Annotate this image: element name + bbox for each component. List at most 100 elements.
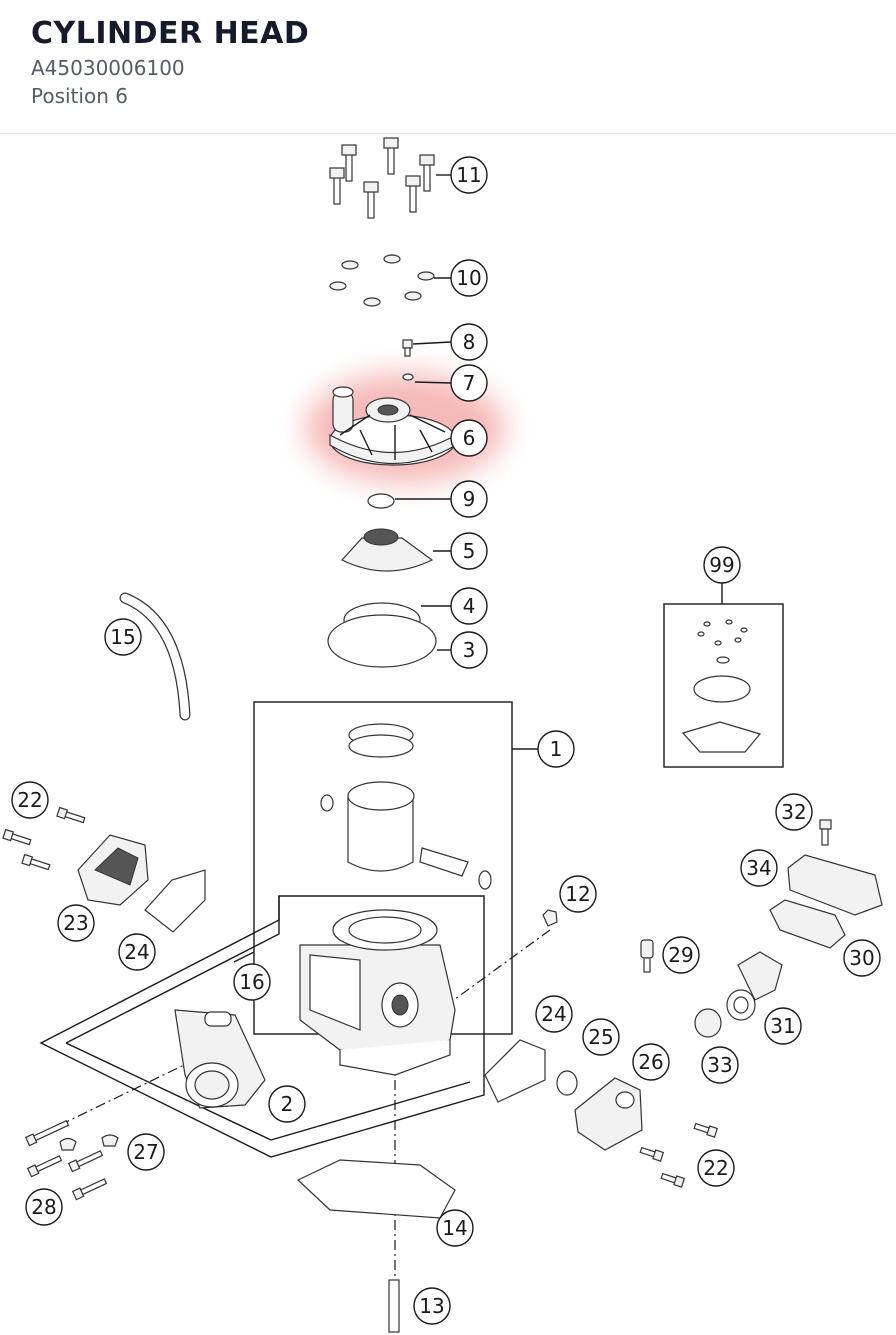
callout-part-15[interactable]: 15	[104, 618, 142, 656]
bolts-part-22-right	[639, 1122, 719, 1188]
gasket-part-24-right	[484, 1039, 546, 1103]
callout-part-29[interactable]: 29	[662, 936, 700, 974]
studs-part-28	[24, 1119, 108, 1201]
screw-part-32	[819, 819, 832, 846]
cylinder-part-16	[299, 909, 456, 1076]
callout-label: 8	[463, 330, 476, 354]
callout-part-16[interactable]: 16	[233, 963, 271, 1001]
callout-label: 25	[588, 1025, 613, 1049]
callout-part-99[interactable]: 99	[703, 546, 741, 584]
callout-part-8[interactable]: 8	[450, 323, 488, 361]
screw-part-8	[402, 339, 413, 357]
cover-part-34	[787, 854, 883, 916]
callout-label: 13	[419, 1294, 444, 1318]
callout-part-30[interactable]: 30	[843, 939, 881, 977]
o-ring-part-9	[367, 493, 395, 509]
callout-label: 34	[746, 856, 771, 880]
callout-circle	[450, 532, 488, 570]
callout-circle	[697, 1149, 735, 1187]
callout-circle	[450, 323, 488, 361]
callout-part-25[interactable]: 25	[582, 1018, 620, 1056]
valve-part-31	[726, 951, 783, 1021]
callout-part-22a[interactable]: 22	[11, 781, 49, 819]
callout-label: 22	[17, 788, 42, 812]
callout-label: 9	[463, 487, 476, 511]
callout-circle	[436, 1209, 474, 1247]
callout-part-23[interactable]: 23	[57, 904, 95, 942]
dowel-pin-part-13	[388, 1279, 400, 1333]
callout-part-27[interactable]: 27	[127, 1133, 165, 1171]
part-number: A45030006100	[31, 56, 185, 80]
callout-part-1[interactable]: 1	[537, 730, 575, 768]
callout-label: 15	[110, 625, 135, 649]
callout-circle	[57, 904, 95, 942]
washers-part-10	[329, 254, 435, 307]
callout-part-13[interactable]: 13	[413, 1287, 451, 1325]
callout-label: 24	[541, 1002, 566, 1026]
callout-label: 31	[770, 1014, 795, 1038]
callout-label: 7	[463, 371, 476, 395]
callout-circle	[25, 1188, 63, 1226]
callout-circle	[701, 1046, 739, 1084]
callout-part-9[interactable]: 9	[450, 480, 488, 518]
callout-circle	[11, 781, 49, 819]
callout-part-11[interactable]: 11	[450, 156, 488, 194]
callout-label: 26	[638, 1050, 663, 1074]
o-ring-part-25	[556, 1070, 578, 1096]
callout-label: 12	[565, 882, 590, 906]
callout-part-31[interactable]: 31	[764, 1007, 802, 1045]
callout-part-2[interactable]: 2	[268, 1085, 306, 1123]
callout-label: 30	[849, 946, 874, 970]
callout-part-22b[interactable]: 22	[697, 1149, 735, 1187]
callout-circle	[118, 933, 156, 971]
callout-label: 27	[133, 1140, 158, 1164]
callout-circle	[703, 546, 741, 584]
intake-flange-part-2	[174, 1009, 266, 1109]
callout-label: 3	[463, 638, 476, 662]
callout-circle	[268, 1085, 306, 1123]
callout-circle	[662, 936, 700, 974]
callout-part-7[interactable]: 7	[450, 364, 488, 402]
callout-part-32[interactable]: 32	[775, 793, 813, 831]
callout-part-33[interactable]: 33	[701, 1046, 739, 1084]
callout-label: 1	[550, 737, 563, 761]
bolts-part-22-left	[2, 806, 86, 871]
callout-label: 33	[707, 1053, 732, 1077]
callout-circle	[843, 939, 881, 977]
callout-circle	[775, 793, 813, 831]
callout-label: 5	[463, 539, 476, 563]
callout-part-4[interactable]: 4	[450, 587, 488, 625]
cover-part-23	[77, 834, 149, 906]
callout-circle	[582, 1018, 620, 1056]
callout-circle	[450, 480, 488, 518]
piston-kit-part-1	[320, 723, 492, 890]
callout-part-28[interactable]: 28	[25, 1188, 63, 1226]
callout-part-34[interactable]: 34	[740, 849, 778, 887]
callout-label: 28	[31, 1195, 56, 1219]
nuts-part-27	[59, 1134, 119, 1151]
callout-part-24b[interactable]: 24	[535, 995, 573, 1033]
actuator-part-30	[769, 899, 846, 949]
callout-circle	[450, 587, 488, 625]
callout-circle	[537, 730, 575, 768]
callout-part-3[interactable]: 3	[450, 631, 488, 669]
callout-part-10[interactable]: 10	[450, 259, 488, 297]
callout-circle	[413, 1287, 451, 1325]
callout-part-5[interactable]: 5	[450, 532, 488, 570]
gasket-part-3	[327, 614, 437, 668]
callout-part-12[interactable]: 12	[559, 875, 597, 913]
callout-label: 99	[709, 553, 734, 577]
callout-part-24a[interactable]: 24	[118, 933, 156, 971]
callout-part-6[interactable]: 6	[450, 419, 488, 457]
callout-label: 29	[668, 943, 693, 967]
gasket-set-outline	[663, 603, 784, 768]
callout-label: 2	[281, 1092, 294, 1116]
callout-part-26[interactable]: 26	[632, 1043, 670, 1081]
page-title: CYLINDER HEAD	[31, 16, 310, 51]
callout-label: 4	[463, 594, 476, 618]
head-insert-part-5	[341, 528, 434, 572]
callout-part-14[interactable]: 14	[436, 1209, 474, 1247]
callout-circle	[450, 364, 488, 402]
callout-circle	[450, 259, 488, 297]
